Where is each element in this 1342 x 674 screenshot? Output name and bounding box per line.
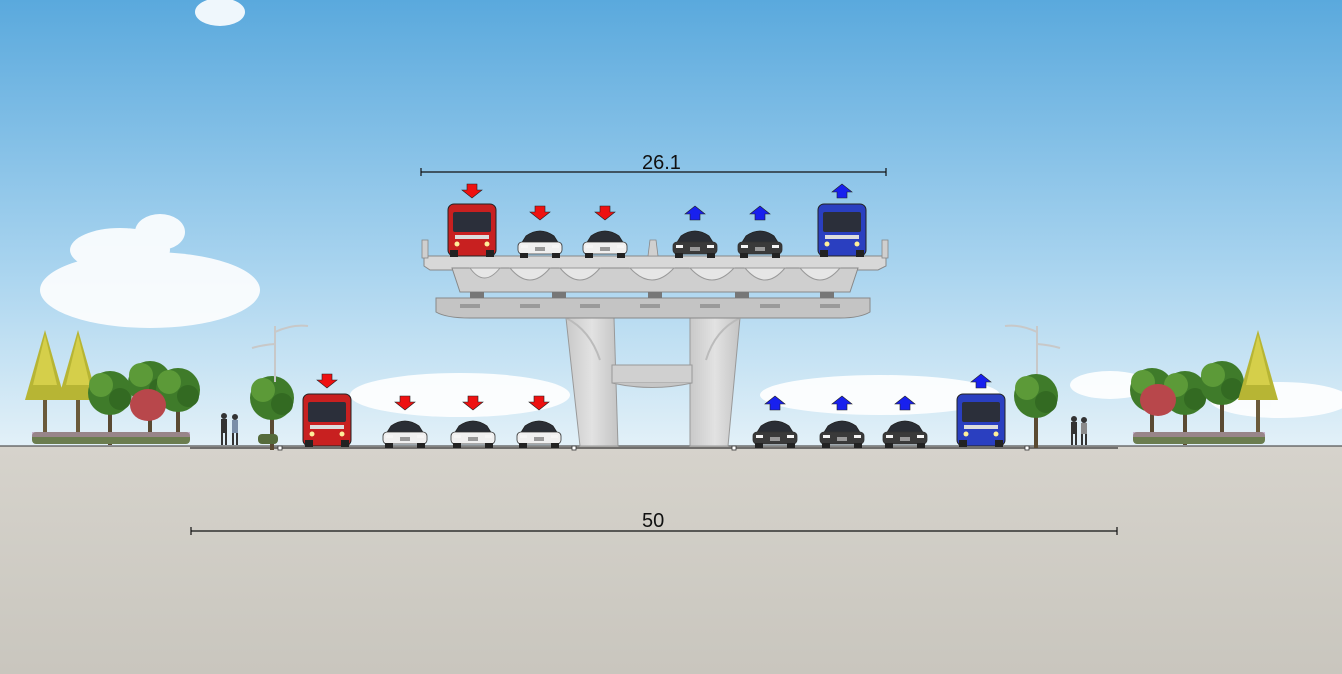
ground-level-up-arrow-7 [894, 395, 916, 411]
curb-markers [277, 445, 1030, 451]
vehicles [302, 183, 1006, 448]
upper-deck-up-arrow-4 [684, 205, 706, 221]
ground-level-bus-1 [302, 393, 352, 447]
upper-deck-car-5 [737, 230, 783, 258]
ground-level-down-arrow-3 [462, 395, 484, 411]
dimension-lines [190, 168, 1118, 535]
upper-deck-up-arrow-6 [831, 183, 853, 199]
ground-level-bus-8 [956, 393, 1006, 447]
ground-level-up-arrow-6 [831, 395, 853, 411]
ground-level-car-4 [516, 420, 562, 448]
upper-deck-down-arrow-3 [594, 205, 616, 221]
ground-level-down-arrow-2 [394, 395, 416, 411]
upper-deck-bus-1 [447, 203, 497, 257]
ground-level-car-7 [882, 420, 928, 448]
left-landscaping [25, 330, 294, 450]
ground [0, 446, 1342, 674]
ground-level-car-2 [382, 420, 428, 448]
right-landscaping [1014, 330, 1278, 448]
pedestrians [221, 413, 1087, 445]
street-lights [251, 324, 1061, 382]
ground-level-down-arrow-1 [316, 373, 338, 389]
ground-level-down-arrow-4 [528, 395, 550, 411]
viaduct-deck [421, 239, 889, 298]
ground-level-up-arrow-5 [764, 395, 786, 411]
pier-cap [435, 297, 871, 319]
upper-deck-bus-6 [817, 203, 867, 257]
upper-deck-car-2 [517, 230, 563, 258]
upper-deck-car-3 [582, 230, 628, 258]
ground-level-car-3 [450, 420, 496, 448]
ground-level-car-5 [752, 420, 798, 448]
upper-deck-up-arrow-5 [749, 205, 771, 221]
road-width-dimension-label: 50 [642, 510, 665, 532]
viaduct-pier [565, 317, 741, 447]
ground-level-car-6 [819, 420, 865, 448]
deck-width-dimension-label: 26.1 [642, 152, 681, 174]
upper-deck-down-arrow-1 [461, 183, 483, 199]
upper-deck-car-4 [672, 230, 718, 258]
upper-deck-down-arrow-2 [529, 205, 551, 221]
ground-level-up-arrow-8 [970, 373, 992, 389]
